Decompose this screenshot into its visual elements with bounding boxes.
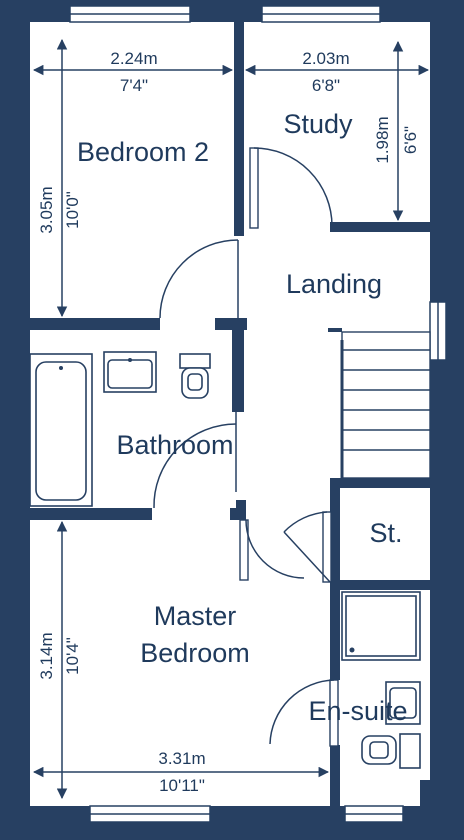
wall-bedroom2-study bbox=[234, 22, 244, 236]
window-master-bedroom bbox=[89, 805, 211, 823]
room-label-landing: Landing bbox=[286, 269, 382, 299]
staircase bbox=[340, 331, 431, 479]
doors bbox=[153, 147, 339, 747]
room-label-study: Study bbox=[283, 109, 353, 139]
dim-master-width-ft: 10'11" bbox=[159, 776, 205, 795]
wall-ensuite-left-low bbox=[330, 745, 340, 806]
wall-ensuite-left bbox=[330, 580, 340, 680]
toilet-bathroom bbox=[179, 353, 211, 399]
door-master-bedroom bbox=[239, 519, 305, 581]
dim-master-depth-ft: 10'4" bbox=[63, 637, 82, 675]
dim-study-width-ft: 6'8" bbox=[312, 76, 340, 95]
ensuite-fixtures bbox=[341, 591, 421, 769]
dim-master-depth-m: 3.14m bbox=[37, 632, 56, 679]
shower-tray bbox=[341, 591, 421, 661]
bathroom-fixtures bbox=[29, 351, 211, 507]
room-label-bathroom: Bathroom bbox=[116, 430, 233, 460]
ensuite-basin bbox=[385, 681, 421, 725]
outer-wall-right bbox=[430, 0, 464, 840]
door-ensuite bbox=[269, 679, 339, 747]
wall-bathroom-bottom-right bbox=[230, 508, 246, 520]
window-study bbox=[261, 5, 381, 23]
wall-bathroom-right bbox=[232, 318, 244, 412]
wall-study-bottom bbox=[330, 222, 430, 232]
room-label-bedroom2: Bedroom 2 bbox=[77, 137, 209, 167]
room-label-master-line2: Bedroom bbox=[140, 638, 250, 668]
toilet-ensuite bbox=[361, 733, 421, 769]
door-store bbox=[283, 511, 332, 583]
door-bathroom bbox=[153, 412, 237, 509]
basin bbox=[103, 351, 157, 393]
wall-bedroom2-bottom-left bbox=[30, 318, 160, 330]
windows bbox=[69, 5, 447, 823]
stair-top-edge bbox=[328, 328, 342, 332]
room-label-master-line1: Master bbox=[154, 601, 237, 631]
dim-study-depth-m: 1.98m bbox=[373, 116, 392, 163]
window-landing bbox=[429, 301, 447, 361]
dim-bedroom2-width-ft: 7'4" bbox=[120, 76, 148, 95]
room-label-ensuite: En-suite bbox=[308, 696, 407, 726]
dim-study-depth-ft: 6'6" bbox=[401, 126, 420, 154]
dimension-lines bbox=[32, 38, 430, 800]
door-bedroom2 bbox=[159, 239, 239, 319]
dim-bedroom2-depth-ft: 10'0" bbox=[63, 191, 82, 229]
dim-bedroom2-width-m: 2.24m bbox=[110, 49, 157, 68]
outer-wall-corner bbox=[420, 780, 464, 840]
window-bedroom2 bbox=[69, 5, 191, 23]
wall-store-top bbox=[330, 478, 430, 488]
window-ensuite bbox=[344, 805, 404, 823]
outer-wall-left bbox=[0, 0, 30, 840]
wall-store-left bbox=[330, 478, 340, 588]
dim-bedroom2-depth-m: 3.05m bbox=[37, 186, 56, 233]
wall-bathroom-bottom bbox=[30, 508, 152, 520]
room-label-store: St. bbox=[369, 518, 402, 548]
door-study bbox=[249, 147, 333, 229]
dim-study-width-m: 2.03m bbox=[302, 49, 349, 68]
dim-master-width-m: 3.31m bbox=[158, 749, 205, 768]
wall-store-bottom bbox=[330, 580, 430, 590]
bathtub bbox=[29, 353, 93, 507]
